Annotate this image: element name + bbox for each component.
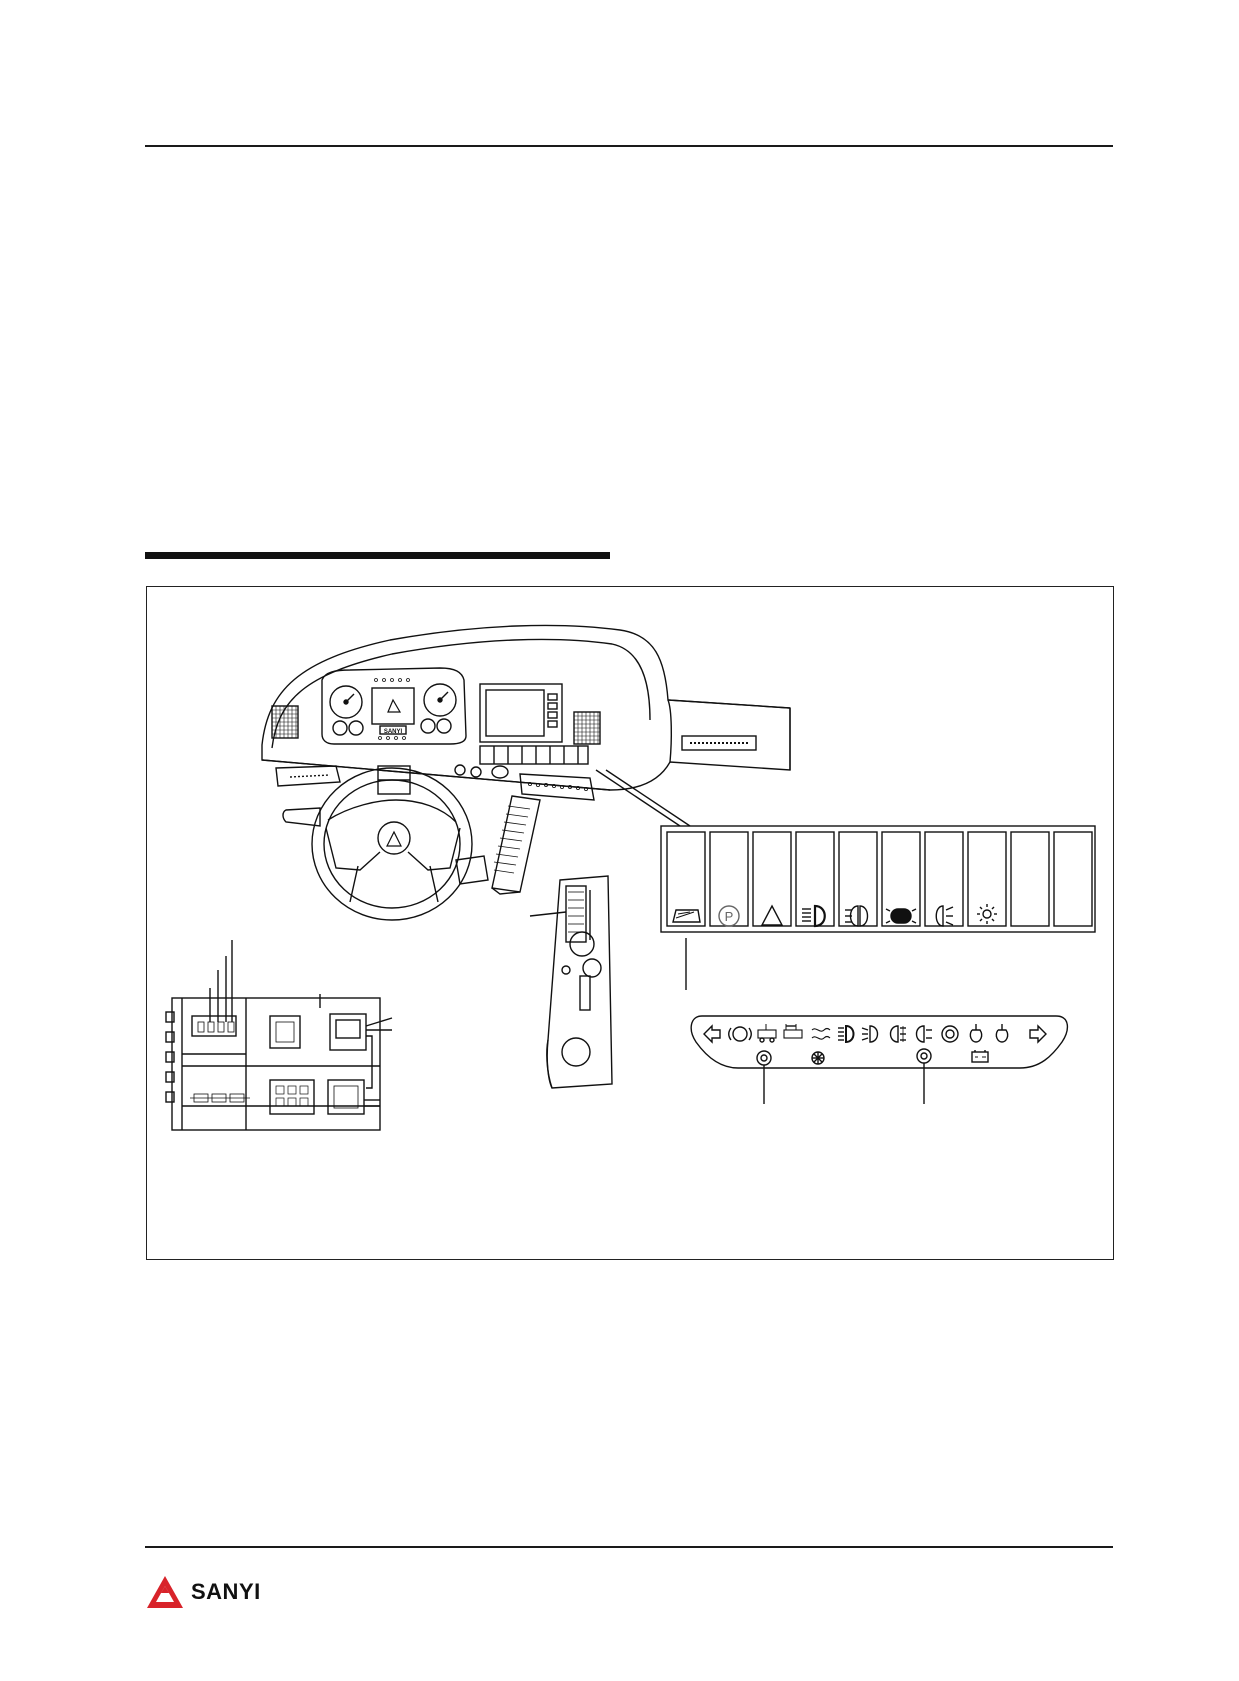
- footer-rule: [145, 1546, 1113, 1548]
- preheat-icon: [811, 1027, 831, 1040]
- oil-pressure-icon: [995, 1024, 1009, 1043]
- right-turn-icon: [1029, 1024, 1047, 1044]
- under-dash-panel: [275, 765, 341, 787]
- center-monitor: [479, 683, 563, 743]
- left-speaker-grille: [271, 705, 299, 739]
- kneeling-icon: [757, 1024, 777, 1043]
- rear-fog-icon: [915, 1025, 932, 1043]
- electrical-control-box: [165, 940, 393, 1131]
- switch-panel-leader: [595, 769, 691, 827]
- brand-lockup: SANYI: [145, 1574, 261, 1610]
- door-icon: [783, 1024, 803, 1039]
- dashboard-body: [261, 624, 791, 791]
- steering-wheel: [311, 765, 473, 921]
- front-fog-icon: [889, 1025, 906, 1043]
- dash-knobs: [454, 764, 509, 779]
- brake-icon: [728, 1026, 752, 1042]
- fog-light-icon: [845, 905, 869, 927]
- oil-pressure-icon: [969, 1024, 983, 1043]
- steering-column-stub: [282, 807, 321, 827]
- cluster-logo-text: SANYI: [384, 729, 403, 735]
- indicator-strip-enlarged: [690, 1015, 1069, 1069]
- fan-icon: [811, 1051, 825, 1065]
- high-beam-icon: [838, 1024, 855, 1044]
- interior-light-icon: [977, 904, 997, 924]
- gear-shift-console: [529, 875, 613, 1089]
- accelerator-pedal: [455, 795, 541, 895]
- header-rule: [145, 145, 1113, 147]
- sanyi-logo-icon: [147, 1576, 183, 1608]
- dash-indicator-strip: [519, 773, 595, 801]
- dash-switch-row: [479, 745, 589, 765]
- hazard-icon: [760, 904, 784, 926]
- warning-lamp-left: [756, 1050, 772, 1066]
- warning-lamp-right: [916, 1048, 932, 1064]
- dashboard-figure-frame: [146, 586, 1114, 1260]
- parking-brake-icon: P: [718, 905, 740, 927]
- svg-text:P: P: [725, 909, 734, 924]
- brand-name: SANYI: [191, 1579, 261, 1604]
- side-radio-unit: [681, 735, 757, 751]
- high-beam-icon: [802, 904, 826, 928]
- low-beam-icon: [861, 1025, 879, 1043]
- instrument-cluster: SANYI: [321, 667, 467, 745]
- rear-fog-icon: [885, 908, 917, 924]
- battery-icon: [971, 1050, 989, 1063]
- low-beam-icon: [935, 905, 954, 927]
- abs-icon: [941, 1025, 959, 1043]
- left-turn-icon: [703, 1024, 721, 1044]
- wiper-icon: [672, 909, 701, 923]
- section-heading-bar: [145, 552, 610, 559]
- right-speaker-grille: [573, 711, 601, 745]
